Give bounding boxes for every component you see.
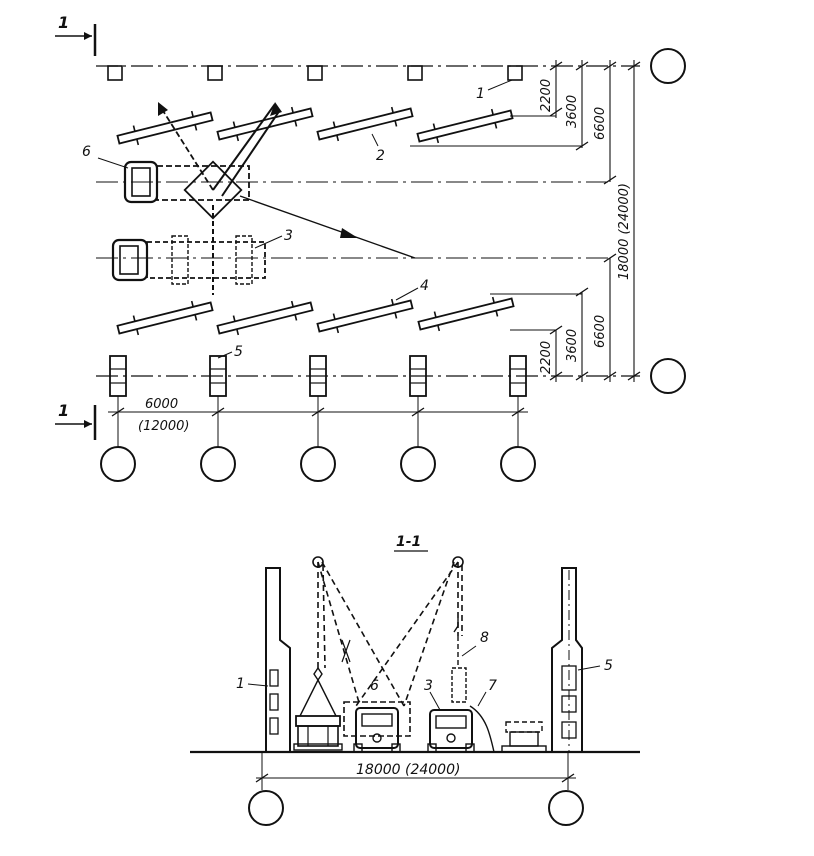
- plan-callouts: 1 2 3 4 5 6: [82, 79, 513, 360]
- plan-callout-3: 3: [284, 228, 293, 244]
- section-callout-1: 1: [236, 676, 245, 692]
- truck-crane-6: [123, 102, 416, 259]
- crane-booms: [312, 556, 464, 707]
- dim-3600-bottom: 3600: [565, 329, 580, 362]
- dim-2200-bottom: 2200: [539, 341, 554, 374]
- dim-6600-bottom: 6600: [593, 315, 608, 348]
- dim-18000: 18000 (24000): [617, 183, 632, 280]
- section-callout-7: 7: [488, 678, 497, 694]
- plan-callout-2: 2: [376, 148, 385, 164]
- dim-3600-top: 3600: [565, 95, 580, 128]
- dim-12000: (12000): [138, 419, 190, 434]
- section-view: 1-1: [190, 534, 640, 826]
- plan-callout-1: 1: [476, 86, 485, 102]
- section-marker-bottom-label: 1: [58, 401, 69, 420]
- truck-crane-3: [111, 205, 266, 295]
- section-callouts: 1 6 3 7 8 5: [236, 630, 613, 711]
- plan-view: 1 1: [55, 13, 686, 482]
- plan-callout-6: 6: [82, 144, 91, 160]
- dim-18000-section: 18000 (24000): [356, 762, 460, 778]
- crane-rails-bottom: [116, 296, 515, 336]
- dim-6000: 6000: [145, 397, 178, 412]
- section-marker-top-label: 1: [58, 13, 69, 32]
- section-callout-8: 8: [480, 630, 489, 646]
- truck-crane-6-elevation: [343, 701, 411, 753]
- section-marker-bottom: 1: [55, 401, 97, 440]
- right-dimension-lines: [410, 60, 641, 382]
- span-dimension: [248, 752, 584, 826]
- truck-crane-3-elevation: [427, 709, 475, 753]
- section-marker-top: 1: [55, 13, 97, 56]
- axis-circle-top-right: [650, 48, 686, 84]
- section-callout-3: 3: [424, 678, 433, 694]
- suspended-element-left: [293, 679, 343, 751]
- section-callout-5: 5: [604, 658, 613, 674]
- plan-callout-4: 4: [420, 278, 429, 294]
- bottom-axis-circles: [100, 396, 536, 482]
- section-callout-6: 6: [370, 678, 379, 694]
- plan-callout-5: 5: [234, 344, 243, 360]
- right-column: [551, 567, 583, 753]
- crane-rails-top: [116, 106, 514, 146]
- hanging-element-8: [451, 667, 467, 703]
- dim-2200-top: 2200: [539, 79, 554, 112]
- dim-6600-top: 6600: [593, 107, 608, 140]
- top-column-row: [107, 65, 523, 81]
- section-title: 1-1: [396, 534, 421, 550]
- axis-circle-bottom-right: [650, 358, 686, 394]
- left-column: [265, 567, 291, 753]
- stacked-element-7: [469, 705, 547, 753]
